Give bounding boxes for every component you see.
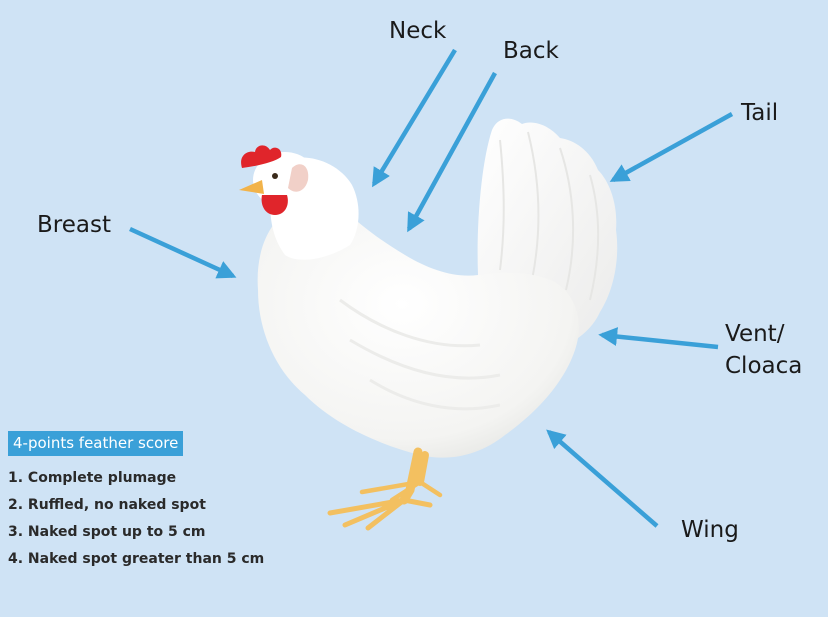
legend-item: 1. Complete plumage (8, 470, 264, 497)
label-vent-line1: Vent/ (725, 320, 784, 348)
feather-score-legend: 4-points feather score 1. Complete pluma… (8, 431, 264, 578)
arrow-breast (130, 229, 233, 276)
legend-item: 2. Ruffled, no naked spot (8, 497, 264, 524)
legend-item: 3. Naked spot up to 5 cm (8, 524, 264, 551)
label-tail: Tail (741, 99, 778, 127)
arrow-vent (602, 335, 718, 347)
label-vent-line2: Cloaca (725, 352, 802, 380)
legend-item: 4. Naked spot greater than 5 cm (8, 551, 264, 578)
label-back: Back (503, 37, 559, 65)
label-wing: Wing (681, 516, 739, 544)
label-neck: Neck (389, 17, 446, 45)
label-breast: Breast (37, 211, 111, 239)
hen-legs (330, 452, 440, 528)
arrow-tail (613, 114, 732, 180)
legend-title: 4-points feather score (8, 431, 183, 456)
arrow-wing (549, 432, 657, 526)
